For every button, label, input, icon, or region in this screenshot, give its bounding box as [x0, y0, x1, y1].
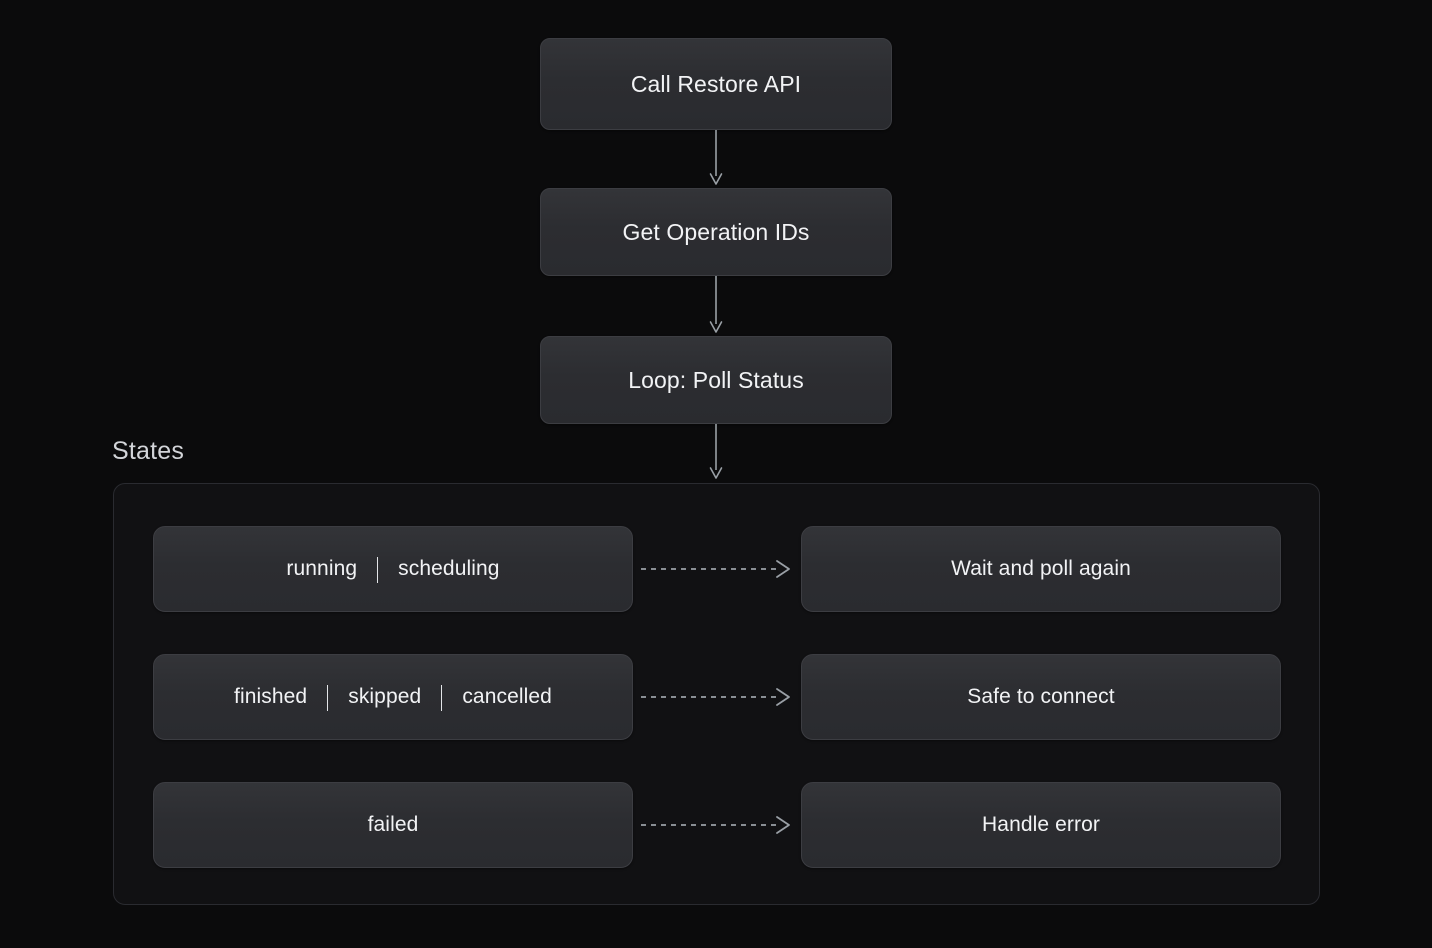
states-group-title: States — [112, 437, 185, 465]
action-node-label: Handle error — [982, 813, 1100, 836]
states-group-container: running scheduling Wait and poll again f… — [113, 483, 1320, 905]
action-node-label: Safe to connect — [967, 685, 1115, 708]
connector-loop-poll-status-to-states-group — [709, 424, 723, 479]
state-mapping-row: failed Handle error — [114, 782, 1319, 868]
state-mapping-row: finished skipped cancelled Safe to conne… — [114, 654, 1319, 740]
state-node-failed[interactable]: failed — [153, 782, 633, 868]
state-token-separator — [441, 685, 443, 711]
state-token-separator — [377, 557, 379, 583]
state-token: cancelled — [462, 685, 552, 708]
connector-finished-skipped-cancelled-to-safe-to-connect — [641, 688, 790, 706]
flow-node-label: Call Restore API — [630, 70, 802, 97]
flow-node-label: Loop: Poll Status — [628, 366, 804, 393]
state-token: scheduling — [398, 557, 500, 580]
state-node-running-scheduling[interactable]: running scheduling — [153, 526, 633, 612]
state-mapping-row: running scheduling Wait and poll again — [114, 526, 1319, 612]
state-token-separator — [327, 685, 329, 711]
flow-node-loop-poll-status[interactable]: Loop: Poll Status — [540, 336, 892, 424]
connector-call-restore-to-get-operation-ids — [709, 130, 723, 185]
action-node-safe-to-connect[interactable]: Safe to connect — [801, 654, 1281, 740]
flow-node-get-operation-ids[interactable]: Get Operation IDs — [540, 188, 892, 276]
flow-node-label: Get Operation IDs — [622, 218, 810, 245]
connector-failed-to-handle-error — [641, 816, 790, 834]
state-token: finished — [234, 685, 308, 708]
action-node-handle-error[interactable]: Handle error — [801, 782, 1281, 868]
action-node-label: Wait and poll again — [951, 557, 1131, 580]
flow-node-call-restore-api[interactable]: Call Restore API — [540, 38, 892, 130]
state-node-finished-skipped-cancelled[interactable]: finished skipped cancelled — [153, 654, 633, 740]
state-token: running — [286, 557, 358, 580]
state-token: failed — [367, 813, 419, 836]
connector-running-scheduling-to-wait-and-poll-again — [641, 560, 790, 578]
action-node-wait-and-poll-again[interactable]: Wait and poll again — [801, 526, 1281, 612]
state-token: skipped — [348, 685, 422, 708]
connector-get-operation-ids-to-loop-poll-status — [709, 276, 723, 333]
